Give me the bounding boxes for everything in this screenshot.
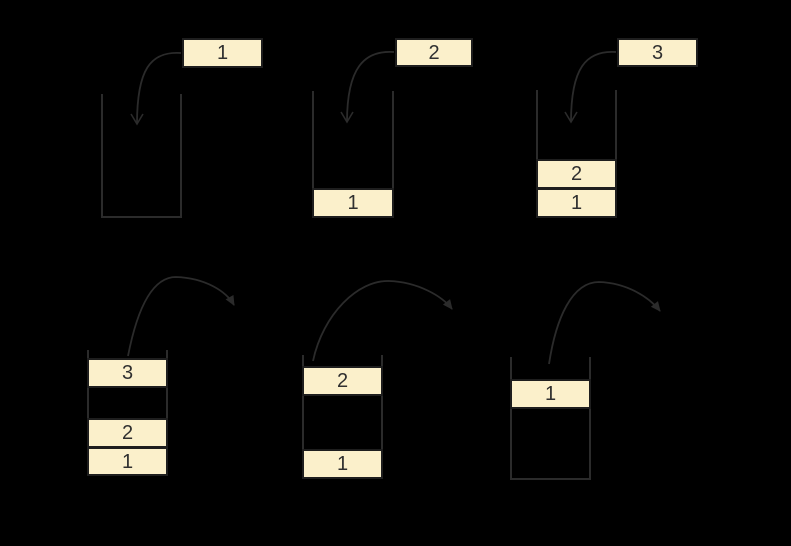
stack-container xyxy=(510,357,591,480)
popping-item-value: 3 xyxy=(121,362,134,384)
stack-item-box: 2 xyxy=(87,418,168,448)
stack-item-value: 1 xyxy=(336,453,349,475)
pop-arrow-icon xyxy=(127,276,235,357)
pop-arrow-icon xyxy=(548,281,661,365)
popping-item-value: 2 xyxy=(336,370,349,392)
popping-item-box: 1 xyxy=(510,379,591,409)
operand-box: 2 xyxy=(395,38,473,67)
operand-value: 1 xyxy=(216,42,229,64)
operand-box: 1 xyxy=(182,38,263,68)
pop-arrow-icon xyxy=(312,280,453,362)
popping-item-box: 2 xyxy=(302,366,383,396)
stack-item-value: 2 xyxy=(570,163,583,185)
stack-item-box: 1 xyxy=(312,188,394,218)
stack-item-box: 1 xyxy=(87,447,168,476)
stack-item-value: 1 xyxy=(570,192,583,214)
stack-item-value: 1 xyxy=(347,192,359,214)
operand-box: 3 xyxy=(617,38,698,67)
stack-item-value: 2 xyxy=(121,422,134,444)
operand-value: 2 xyxy=(428,41,440,64)
operand-value: 3 xyxy=(651,41,664,64)
stack-item-value: 1 xyxy=(121,450,134,473)
stack-item-box: 1 xyxy=(302,449,383,479)
stack-container xyxy=(101,94,182,218)
stack-item-box: 2 xyxy=(536,159,617,189)
popping-item-box: 3 xyxy=(87,358,168,388)
stack-item-box: 1 xyxy=(536,188,617,218)
popping-item-value: 1 xyxy=(544,383,557,405)
